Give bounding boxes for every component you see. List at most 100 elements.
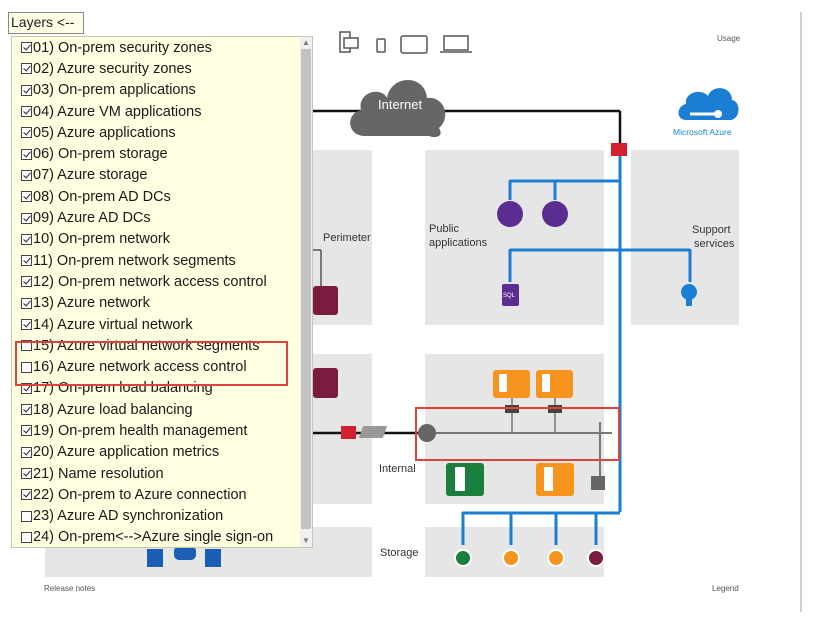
layer-item[interactable]: 19) On-prem health management xyxy=(12,420,300,441)
layer-label: 10) On-prem network xyxy=(33,231,170,248)
public-applications-label-2: applications xyxy=(429,237,488,249)
window-scrollbar[interactable] xyxy=(800,12,802,612)
storage-icon xyxy=(147,549,163,567)
layer-checkbox[interactable] xyxy=(21,510,32,522)
support-services-label-2: services xyxy=(694,238,735,250)
layer-checkbox[interactable] xyxy=(21,404,32,416)
layer-checkbox[interactable] xyxy=(21,531,32,543)
layer-item[interactable]: 09) Azure AD DCs xyxy=(12,207,300,228)
layer-label: 22) On-prem to Azure connection xyxy=(33,486,247,503)
release-notes-link[interactable]: Release notes xyxy=(44,584,96,593)
layer-item[interactable]: 04) Azure VM applications xyxy=(12,101,300,122)
layer-item[interactable]: 02) Azure security zones xyxy=(12,58,300,79)
layer-item[interactable]: 10) On-prem network xyxy=(12,229,300,250)
layer-item[interactable]: 11) On-prem network segments xyxy=(12,250,300,271)
layer-checkbox[interactable] xyxy=(21,446,32,458)
scroll-down-icon[interactable]: ▼ xyxy=(302,536,310,545)
layer-checkbox[interactable] xyxy=(21,84,32,96)
layer-item[interactable]: 12) On-prem network access control xyxy=(12,271,300,292)
layer-item[interactable]: 01) On-prem security zones xyxy=(12,37,300,58)
perimeter-label: Perimeter xyxy=(323,232,371,244)
firewall-icon xyxy=(341,426,356,439)
layer-item[interactable]: 21) Name resolution xyxy=(12,463,300,484)
layer-checkbox[interactable] xyxy=(21,425,32,437)
layer-checkbox[interactable] xyxy=(21,148,32,160)
layer-checkbox[interactable] xyxy=(21,212,32,224)
sql-label: SQL xyxy=(503,293,516,299)
storage-icon xyxy=(587,549,605,567)
layer-label: 07) Azure storage xyxy=(33,167,148,184)
server-icon xyxy=(493,370,530,398)
support-services-label-1: Support xyxy=(692,224,731,236)
layer-checkbox[interactable] xyxy=(21,233,32,245)
cloud-icon xyxy=(350,80,446,138)
layer-checkbox[interactable] xyxy=(21,468,32,480)
layer-checkbox[interactable] xyxy=(21,297,32,309)
legend-link[interactable]: Legend xyxy=(712,584,739,593)
layer-item[interactable]: 16) Azure network access control xyxy=(12,356,300,377)
layer-checkbox[interactable] xyxy=(21,319,32,330)
scroll-up-icon[interactable]: ▲ xyxy=(302,38,310,47)
scrollbar-thumb[interactable] xyxy=(301,49,311,529)
firewall-icon xyxy=(611,143,627,156)
layer-list: 01) On-prem security zones 02) Azure secu… xyxy=(12,37,300,547)
web-app-icon xyxy=(497,201,523,227)
layer-checkbox[interactable] xyxy=(21,382,32,394)
storage-icon xyxy=(547,549,565,567)
layer-checkbox[interactable] xyxy=(21,361,32,373)
layer-checkbox[interactable] xyxy=(21,489,32,501)
layer-checkbox[interactable] xyxy=(21,340,32,352)
layer-item[interactable]: 05) Azure applications xyxy=(12,122,300,143)
layer-item[interactable]: 23) Azure AD synchronization xyxy=(12,506,300,527)
layer-label: 03) On-prem applications xyxy=(33,82,196,99)
phone-icon xyxy=(376,38,386,53)
health-monitor-icon xyxy=(313,286,338,315)
layer-label: 01) On-prem security zones xyxy=(33,39,212,56)
layer-item[interactable]: 18) Azure load balancing xyxy=(12,399,300,420)
layer-checkbox[interactable] xyxy=(21,169,32,181)
usage-link[interactable]: Usage xyxy=(717,34,741,43)
public-applications-label-1: Public xyxy=(429,223,459,235)
layer-checkbox[interactable] xyxy=(21,191,32,203)
layer-item[interactable]: 20) Azure application metrics xyxy=(12,442,300,463)
router-icon xyxy=(418,424,436,442)
layer-label: 19) On-prem health management xyxy=(33,422,248,439)
lightbulb-base xyxy=(686,299,692,306)
layer-label: 09) Azure AD DCs xyxy=(33,210,151,227)
switch-icon xyxy=(591,476,605,490)
health-monitor-icon xyxy=(313,368,338,398)
highlight-unchecked-layers xyxy=(15,341,288,386)
layers-toggle-button[interactable]: Layers <-- xyxy=(8,12,84,34)
layer-item[interactable]: 22) On-prem to Azure connection xyxy=(12,484,300,505)
layer-checkbox[interactable] xyxy=(21,42,32,54)
layers-panel: 01) On-prem security zones 02) Azure secu… xyxy=(11,36,313,548)
layer-item[interactable]: 07) Azure storage xyxy=(12,165,300,186)
layer-label: 14) Azure virtual network xyxy=(33,316,193,333)
layer-checkbox[interactable] xyxy=(21,63,32,75)
layer-item[interactable]: 13) Azure network xyxy=(12,293,300,314)
layer-label: 08) On-prem AD DCs xyxy=(33,188,171,205)
layer-item[interactable]: 03) On-prem applications xyxy=(12,80,300,101)
highlight-azure-vnet xyxy=(415,407,620,461)
layer-item[interactable]: 08) On-prem AD DCs xyxy=(12,186,300,207)
layer-item[interactable]: 24) On-prem<-->Azure single sign-on xyxy=(12,527,300,547)
layer-checkbox[interactable] xyxy=(21,276,32,288)
storage-icon xyxy=(502,549,520,567)
server-icon xyxy=(536,370,573,398)
lightbulb-icon xyxy=(681,284,697,300)
layer-checkbox[interactable] xyxy=(21,255,32,267)
router-icon xyxy=(358,426,388,438)
server-icon xyxy=(446,463,484,496)
server-icon xyxy=(536,463,574,496)
layer-label: 06) On-prem storage xyxy=(33,146,168,163)
layer-item[interactable]: 14) Azure virtual network xyxy=(12,314,300,335)
layer-checkbox[interactable] xyxy=(21,106,32,118)
layer-label: 12) On-prem network access control xyxy=(33,273,267,290)
layer-label: 02) Azure security zones xyxy=(33,60,192,77)
layers-scrollbar[interactable]: ▲ ▼ xyxy=(300,37,312,547)
sql-database-icon: SQL xyxy=(502,284,519,306)
layer-item[interactable]: 06) On-prem storage xyxy=(12,143,300,164)
layer-checkbox[interactable] xyxy=(21,127,32,139)
